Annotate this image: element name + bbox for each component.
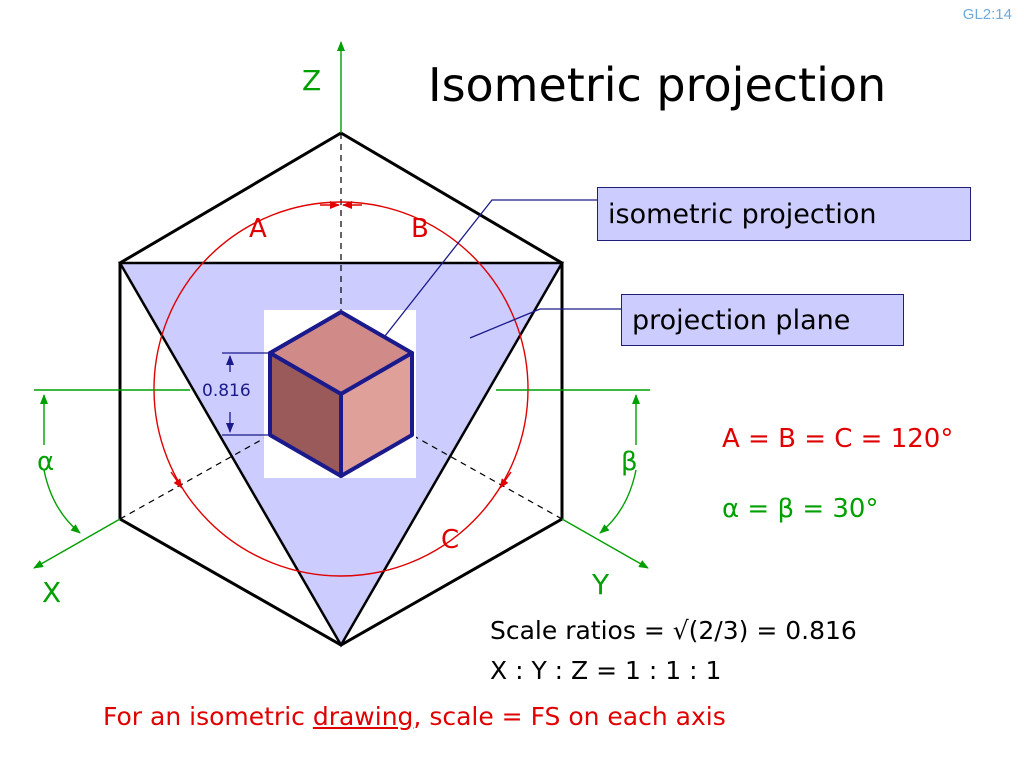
callout-leaders	[384, 199, 621, 339]
equation-angles-abc: A = B = C = 120°	[722, 424, 954, 454]
footer-underlined-word: drawing	[312, 702, 414, 731]
dimension-label: 0.816	[202, 381, 251, 401]
x-axis-label: X	[42, 576, 61, 609]
equation-alpha-beta: α = β = 30°	[722, 494, 879, 524]
angle-a-label: A	[249, 214, 267, 244]
callout-isometric-projection-text: isometric projection	[608, 198, 877, 230]
cube-right-face	[339, 351, 414, 478]
z-axis-label: Z	[302, 64, 321, 97]
cube	[268, 310, 414, 478]
hidden-axes	[119, 133, 563, 520]
page-title: Isometric projection	[428, 58, 887, 112]
beta-arc	[599, 469, 637, 534]
alpha-arc	[43, 469, 81, 534]
arc-arrows	[170, 201, 512, 489]
scale-xyz-line: X : Y : Z = 1 : 1 : 1	[490, 656, 722, 685]
angle-b-label: B	[411, 214, 429, 244]
hexagon-outline	[118, 131, 564, 647]
slide-id: GL2:14	[962, 6, 1012, 23]
y-axis-label: Y	[591, 568, 610, 601]
dimension-line	[222, 352, 268, 436]
beta-label: β	[621, 447, 638, 477]
alpha-label: α	[37, 447, 54, 477]
angle-circle	[153, 201, 529, 577]
callout-projection-plane: projection plane	[621, 294, 904, 346]
angle-c-label: C	[441, 525, 459, 555]
axes	[33, 41, 650, 569]
scale-ratio-line: Scale ratios = √(2/3) = 0.816	[490, 616, 857, 645]
footer-note: For an isometric drawing, scale = FS on …	[103, 702, 726, 731]
callout-projection-plane-text: projection plane	[632, 304, 851, 336]
callout-isometric-projection: isometric projection	[597, 187, 971, 241]
y-axis	[561, 518, 649, 569]
x-axis	[33, 518, 121, 569]
